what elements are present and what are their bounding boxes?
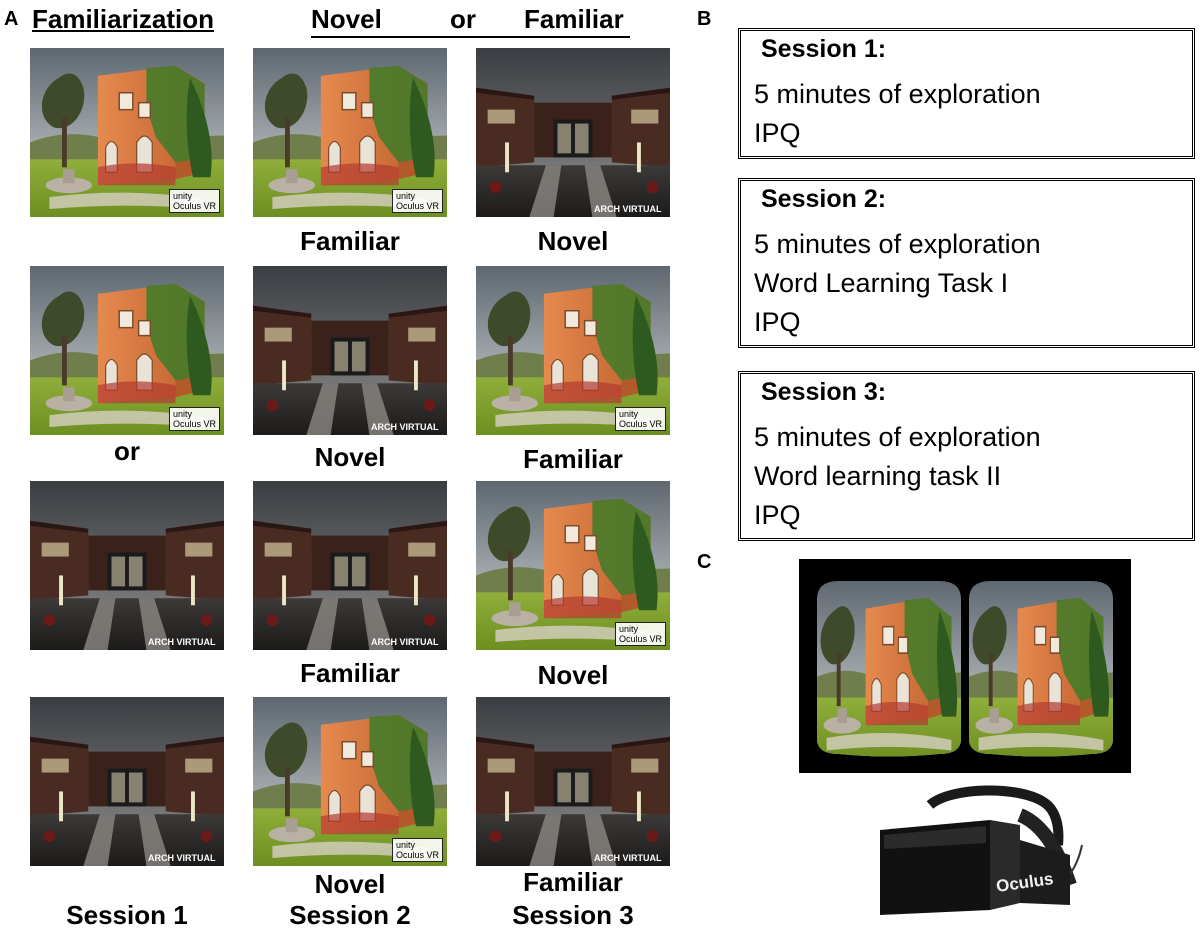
panel-c-letter: C [697,551,712,573]
vr-stereo-view [799,559,1131,773]
header-or: or [450,4,476,34]
oculus-headset-image: Oculus [870,785,1090,925]
caption-r1c3: Novel [537,226,609,256]
caption-r4c2: Novel [314,869,386,899]
header-novel: Novel [311,4,382,34]
scene-modern-r4c3: ARCH VIRTUAL [476,697,670,866]
arch-virtual-watermark: ARCH VIRTUAL [594,204,662,214]
session-1-line-1: 5 minutes of exploration [754,79,1041,109]
scene-modern-familiarization-r4: ARCH VIRTUAL [30,697,224,866]
session-1-title: Session 1: [761,35,887,63]
session-3-title: Session 3: [761,378,887,406]
session-3-line-3: IPQ [754,500,801,530]
scene-modern-familiarization-r3: ARCH VIRTUAL [30,481,224,650]
session-1-box: Session 1: 5 minutes of exploration IPQ [738,28,1195,159]
caption-r2c3: Familiar [523,444,623,474]
header-familiarization: Familiarization [32,4,215,34]
panel-a-letter: A [4,8,19,30]
scene-modern-r3c2: ARCH VIRTUAL [253,481,447,650]
caption-session-1: Session 1 [66,900,188,930]
arch-virtual-watermark: ARCH VIRTUAL [148,853,216,863]
caption-r4c3: Familiar [523,867,623,897]
header-underline [311,36,630,38]
session-1-line-2: IPQ [754,118,801,148]
session-2-title: Session 2: [761,185,887,213]
caption-r1c2: Familiar [300,226,400,256]
caption-session-3: Session 3 [512,900,634,930]
session-2-line-2: Word Learning Task I [754,268,1009,298]
vr-headset-icon [880,785,1083,915]
scene-modern-r2c2: ARCH VIRTUAL [253,266,447,435]
arch-virtual-watermark: ARCH VIRTUAL [371,422,439,432]
arch-virtual-watermark: ARCH VIRTUAL [148,637,216,647]
header-familiar: Familiar [524,4,624,34]
caption-r2c2: Novel [314,442,386,472]
caption-session-2: Session 2 [289,900,411,930]
scene-modern-r1c3: ARCH VIRTUAL [476,48,670,217]
stereo-lenses [799,559,1131,773]
session-3-line-1: 5 minutes of exploration [754,422,1041,452]
arch-virtual-watermark: ARCH VIRTUAL [371,637,439,647]
caption-r3c3: Novel [537,660,609,690]
panel-b-letter: B [697,8,712,30]
caption-r3c2: Familiar [300,658,400,688]
session-2-box: Session 2: 5 minutes of exploration Word… [738,178,1195,348]
caption-r2c1: or [114,436,140,466]
session-3-box: Session 3: 5 minutes of exploration Word… [738,371,1195,541]
arch-virtual-watermark: ARCH VIRTUAL [594,853,662,863]
session-3-line-2: Word learning task II [754,461,1002,491]
session-2-line-1: 5 minutes of exploration [754,229,1041,259]
session-2-line-3: IPQ [754,307,801,337]
